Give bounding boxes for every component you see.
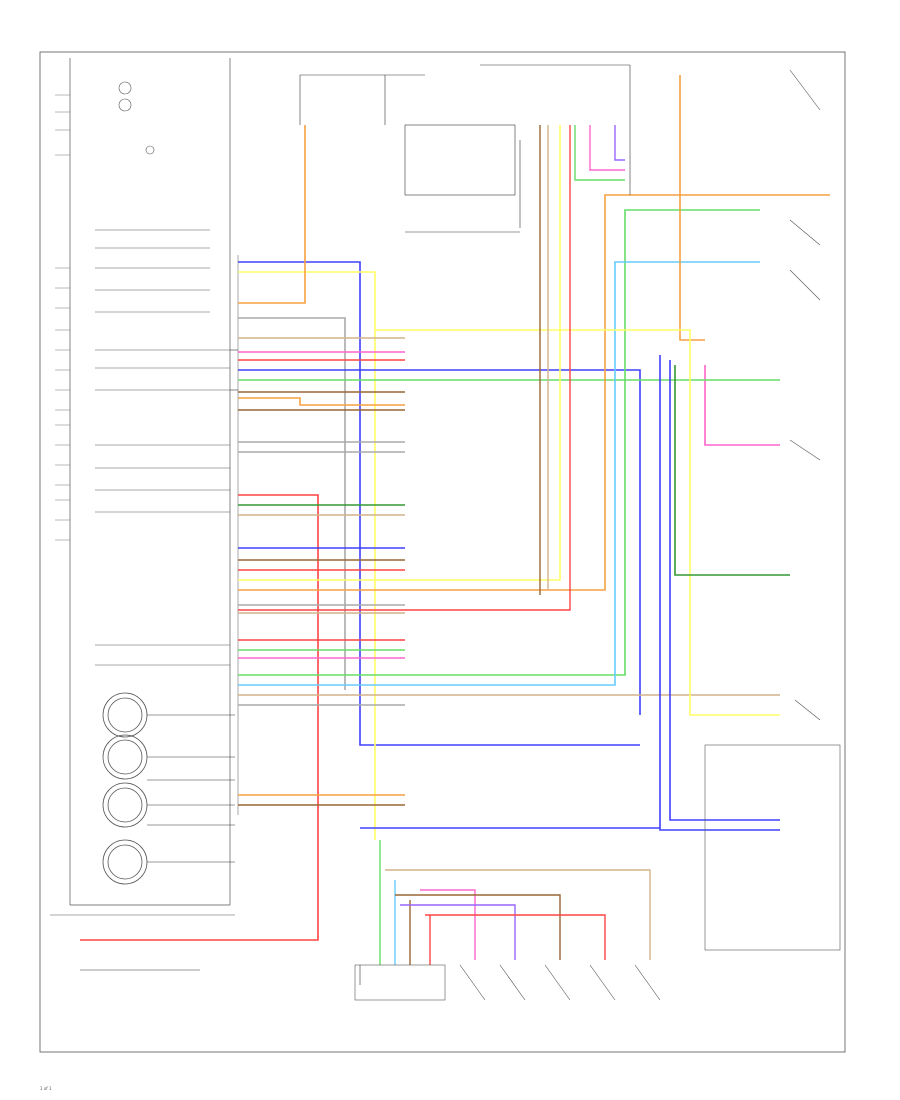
temp-gauge-icon <box>102 839 148 885</box>
combination-meter-box <box>704 744 841 951</box>
orange-wire-top <box>679 75 705 341</box>
orange-wire <box>238 125 306 304</box>
yellow-wire-right <box>375 329 780 716</box>
left-pin-ticks <box>55 94 70 541</box>
red-wire-2 <box>80 494 319 941</box>
gauges <box>102 692 148 885</box>
right-wires <box>360 75 790 831</box>
yellow-wire-2 <box>238 125 561 581</box>
blue-wire <box>238 261 640 746</box>
speedometer-gauge-icon <box>102 734 148 780</box>
lamp-icon <box>118 98 132 112</box>
page-number: 1 of 1 <box>40 1086 52 1091</box>
fuel-gauge-icon <box>102 782 148 828</box>
gray-wire <box>238 317 346 690</box>
yellow-wire <box>238 271 376 840</box>
darkgreen-wire-right <box>674 365 790 576</box>
right-components <box>704 69 841 951</box>
blue-wire-right-2 <box>669 360 780 821</box>
black-lines <box>80 349 361 985</box>
tachometer-gauge-icon <box>102 692 148 738</box>
lamp-icon <box>145 145 155 155</box>
top-fuse-wiring <box>238 64 631 611</box>
blue-wire-2 <box>238 369 641 715</box>
orange-wire-3 <box>238 194 830 591</box>
wire-harness <box>80 125 830 941</box>
green-wire-3 <box>238 209 760 676</box>
gauge-wires <box>147 714 235 863</box>
lamp-icon <box>118 81 132 95</box>
frame-group <box>39 51 846 1053</box>
orange-wire-2 <box>238 397 405 406</box>
instrument-cluster-frame <box>39 51 846 1053</box>
pink-wire-right <box>704 365 780 446</box>
bottom-switches <box>354 840 661 1001</box>
seat-control-switch <box>354 964 446 1001</box>
blue-wire-right <box>659 355 780 831</box>
lightblue-wire <box>238 261 760 686</box>
indicator-lamps <box>95 81 230 666</box>
